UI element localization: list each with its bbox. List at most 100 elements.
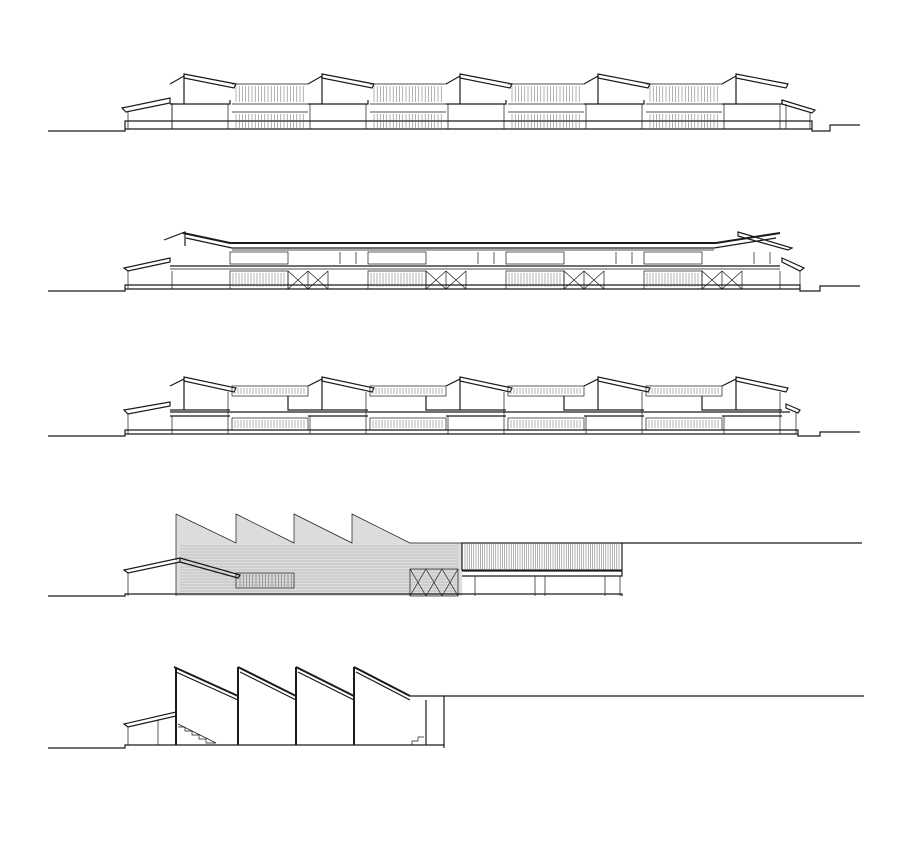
connector-wall xyxy=(563,396,584,411)
lower-louvre-hatch xyxy=(649,114,718,128)
upper-window xyxy=(229,251,289,265)
right-wing-roof xyxy=(781,99,817,114)
ground-louvre-hatch xyxy=(370,273,423,287)
lower-louvre-box xyxy=(369,417,447,431)
louvre-hatch xyxy=(235,86,304,102)
bay-columns xyxy=(171,104,229,129)
bay-columns xyxy=(171,392,229,434)
upper-window xyxy=(367,251,427,265)
right-wing-roof xyxy=(781,257,806,272)
elevation-3-bays xyxy=(169,376,789,434)
ground-louvre-panel xyxy=(367,270,427,290)
elevation-2-continuous-roof xyxy=(48,231,860,292)
bay-floor xyxy=(308,409,368,417)
left-wing-roof xyxy=(122,557,181,574)
mullions xyxy=(615,252,633,264)
link-band xyxy=(370,83,446,113)
ground-line xyxy=(48,593,623,597)
left-wing-roof xyxy=(122,257,171,272)
x-brace xyxy=(563,270,605,290)
upper-louvre-hatch xyxy=(234,388,305,394)
bay-roof xyxy=(321,376,375,393)
bay-columns xyxy=(585,104,643,129)
left-wing-roof xyxy=(120,97,171,113)
lower-louvre-box xyxy=(645,417,723,431)
bay-floor xyxy=(170,409,230,417)
bay-columns xyxy=(723,104,781,129)
mullions xyxy=(339,252,357,264)
extension-columns xyxy=(474,576,621,596)
lower-louvre-hatch xyxy=(510,420,581,428)
upper-louvre-box xyxy=(231,385,309,397)
left-wing-roof xyxy=(122,401,171,415)
x-brace xyxy=(701,270,743,290)
elevation-3-sawtooth-two-storey xyxy=(48,376,860,437)
link-band xyxy=(232,83,308,113)
bay-eave xyxy=(308,100,369,105)
connector-wall xyxy=(287,396,308,411)
stair-flight xyxy=(177,723,217,744)
left-clerestory xyxy=(163,231,186,246)
lower-louvre-hatch xyxy=(235,114,304,128)
connector-wall xyxy=(425,396,446,411)
bay-clerestory xyxy=(307,378,323,410)
bay-roof xyxy=(735,376,789,393)
bay-columns xyxy=(723,392,781,434)
bay-clerestory xyxy=(583,74,599,104)
window-slats xyxy=(239,574,292,587)
bay-columns xyxy=(447,104,505,129)
upper-louvre-hatch xyxy=(648,388,719,394)
sawtooth-outline xyxy=(175,513,462,544)
right-parapet xyxy=(410,695,445,745)
lower-louvre-hatch xyxy=(511,114,580,128)
bay-floor xyxy=(584,409,644,417)
lower-louvre-hatch xyxy=(373,114,442,128)
bay-roof xyxy=(597,376,651,393)
bay-eave xyxy=(584,100,645,105)
extension-vertical-cladding xyxy=(464,544,620,569)
right-wing-roof xyxy=(785,403,801,414)
louvre-hatch xyxy=(373,86,442,102)
sawtooth-verticals xyxy=(175,667,355,745)
bay-floor xyxy=(446,409,506,417)
lower-louvre-hatch xyxy=(372,420,443,428)
bay-clerestory xyxy=(445,378,461,410)
extension-cladding-band xyxy=(461,542,623,571)
elevation-1-sawtooth-single-storey xyxy=(48,73,860,132)
elevation-2-bays xyxy=(171,251,781,290)
bay-clerestory xyxy=(583,378,599,410)
bay-roof xyxy=(597,73,651,89)
upper-louvre-box xyxy=(645,385,723,397)
ground-louvre-hatch xyxy=(508,273,561,287)
bay-roof xyxy=(459,376,513,393)
upper-window xyxy=(505,251,565,265)
upper-louvre-box xyxy=(369,385,447,397)
right-wing-wall xyxy=(785,104,811,129)
left-wing-wall xyxy=(127,720,159,745)
elevation-4-shaded-sawtooth xyxy=(48,513,862,597)
shaded-mass-hatching xyxy=(180,545,458,592)
right-clerestory xyxy=(737,231,794,251)
mullions xyxy=(753,252,771,264)
sawtooth-roof-soffit xyxy=(175,671,411,701)
ground-line xyxy=(48,744,445,749)
bay-columns xyxy=(309,104,367,129)
upper-louvre-hatch xyxy=(510,388,581,394)
extension-lower-roof xyxy=(462,570,623,577)
bay-clerestory xyxy=(307,74,323,104)
main-roof-edge xyxy=(182,232,781,244)
bay-columns xyxy=(585,392,643,434)
bay-columns xyxy=(447,392,505,434)
bay-roof xyxy=(735,73,789,89)
upper-louvre-hatch xyxy=(372,388,443,394)
main-roof-soffit xyxy=(185,237,777,249)
window-band xyxy=(235,572,295,589)
sawtooth-roof xyxy=(173,666,411,697)
bay-floor xyxy=(722,409,782,417)
ground-louvre-panel xyxy=(505,270,565,290)
bay-clerestory xyxy=(169,74,185,104)
left-wing-roof xyxy=(122,711,177,728)
ground-louvre-hatch xyxy=(646,273,699,287)
x-brace xyxy=(425,270,467,290)
